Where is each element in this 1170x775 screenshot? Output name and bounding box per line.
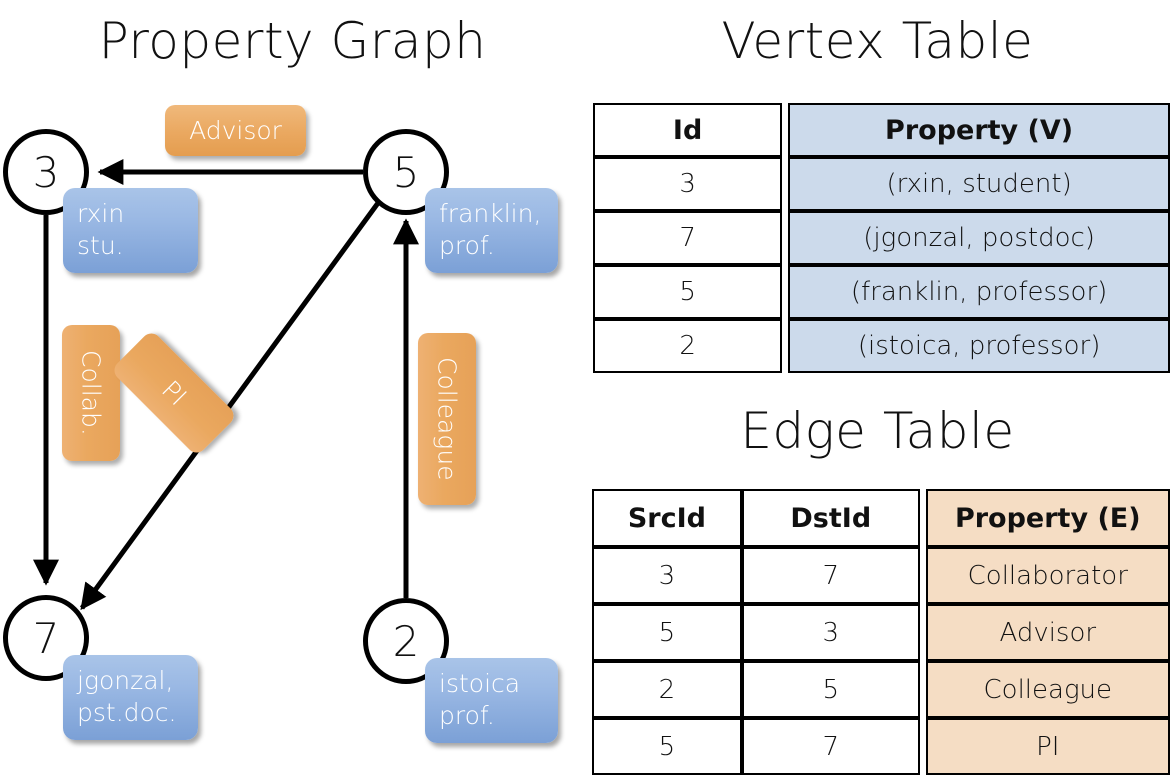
edge-row-dstid: 7 [741,718,920,775]
edge-table: SrcId DstId Property (E) 3 7 Collaborato… [592,489,1170,775]
table-row[interactable]: 7 (jgonzal, postdoc) [593,211,1170,265]
edge-row-srcid: 3 [592,547,742,604]
vertex-table-header-property: Property (V) [788,103,1170,157]
vertex-property-line1: franklin, [439,199,542,228]
table-row[interactable]: 3 (rxin, student) [593,157,1170,211]
page-title-vertex-table: Vertex Table [721,12,1034,70]
table-header-row: Id Property (V) [593,103,1170,157]
vertex-property-line2: prof. [439,231,495,260]
vertex-property-line2: pst.doc. [77,698,177,727]
table-row[interactable]: 5 3 Advisor [592,604,1170,661]
edge-row-srcid: 5 [592,604,742,661]
vertex-row-id: 3 [593,157,783,211]
vertex-node-5[interactable]: 5 [363,129,449,215]
edge-row-property: Collaborator [925,547,1170,604]
vertex-row-id: 7 [593,211,783,265]
vertex-property-line1: rxin [77,199,125,228]
vertex-row-property: (rxin, student) [788,157,1170,211]
vertex-row-id: 2 [593,319,783,373]
vertex-property-line2: prof. [439,701,495,730]
edge-label-collab: Collab. [62,325,120,461]
edge-row-dstid: 3 [741,604,920,661]
edge-row-srcid: 2 [592,661,742,718]
vertex-table-header-id: Id [593,103,783,157]
graph-edge-lines [33,159,419,611]
vertex-property-box-7: jgonzal, pst.doc. [63,655,198,740]
edge-table-header-dstid: DstId [741,489,920,547]
vertex-property-box-3: rxin stu. [63,188,198,273]
vertex-row-property: (jgonzal, postdoc) [788,211,1170,265]
property-graph-diagram: 3 5 7 2 rxin stu. franklin, prof. jgonza… [0,0,585,760]
vertex-table: Id Property (V) 3 (rxin, student) 7 (jgo… [593,103,1170,373]
table-header-row: SrcId DstId Property (E) [592,489,1170,547]
vertex-property-box-2: istoica prof. [425,658,558,743]
table-row[interactable]: 5 (franklin, professor) [593,265,1170,319]
edge-table-header-srcid: SrcId [592,489,742,547]
table-row[interactable]: 5 7 PI [592,718,1170,775]
vertex-node-2[interactable]: 2 [363,598,449,684]
edge-label-colleague: Colleague [418,333,476,505]
edge-row-dstid: 5 [741,661,920,718]
page-title-property-graph: Property Graph [98,12,487,70]
vertex-property-line1: istoica [439,669,521,698]
edge-table-header-property: Property (E) [925,489,1170,547]
edge-row-dstid: 7 [741,547,920,604]
vertex-row-property: (franklin, professor) [788,265,1170,319]
vertex-row-id: 5 [593,265,783,319]
vertex-property-box-5: franklin, prof. [425,188,558,273]
edge-line-5-to-7 [79,201,381,611]
edge-row-property: Advisor [925,604,1170,661]
edge-label-advisor: Advisor [165,105,306,156]
edge-row-property: PI [925,718,1170,775]
vertex-property-line1: jgonzal, [77,666,174,695]
page-title-edge-table: Edge Table [740,402,1015,460]
table-row[interactable]: 3 7 Collaborator [592,547,1170,604]
edge-row-property: Colleague [925,661,1170,718]
table-row[interactable]: 2 (istoica, professor) [593,319,1170,373]
edge-row-srcid: 5 [592,718,742,775]
table-row[interactable]: 2 5 Colleague [592,661,1170,718]
vertex-row-property: (istoica, professor) [788,319,1170,373]
vertex-property-line2: stu. [77,231,124,260]
